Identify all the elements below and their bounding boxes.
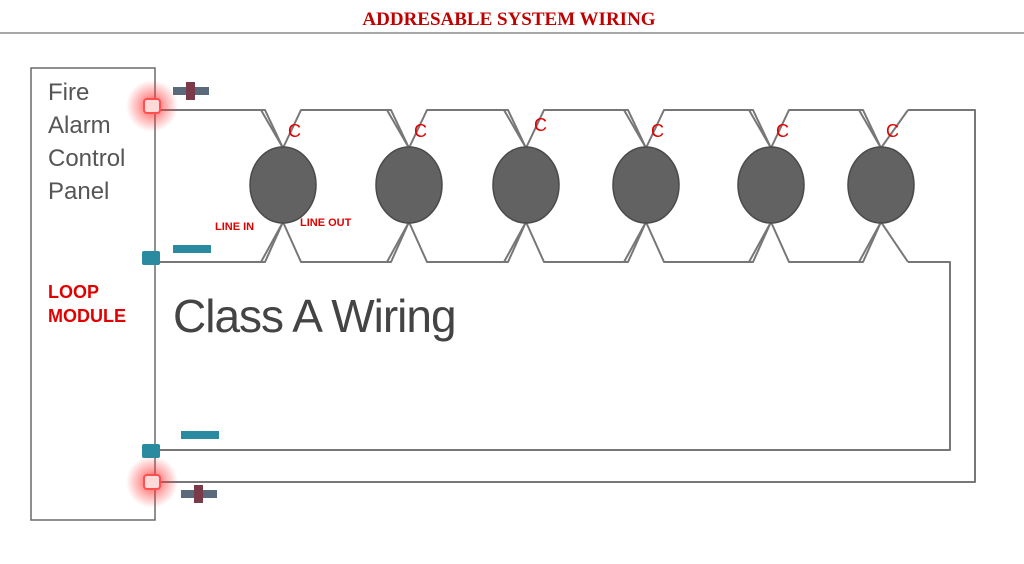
bottom-plus-sign [181, 485, 217, 503]
bottom-positive-terminal [126, 456, 178, 508]
device-tag-label: C [886, 121, 899, 141]
top-link-wire [645, 109, 772, 149]
device-in-wire [748, 109, 772, 149]
loop-module-label-line-1: LOOP [48, 282, 99, 302]
return-wire-inner [155, 261, 951, 451]
panel-label-line-4: Panel [48, 178, 109, 205]
device-tag-label: C [288, 121, 301, 141]
upper-minus-sign [173, 245, 211, 253]
addressable-device: C [612, 121, 680, 224]
device-in-wire [503, 221, 527, 263]
line-out-label: LINE OUT [300, 217, 352, 229]
panel-label-line-2: Alarm [48, 112, 111, 139]
device-tag-label: C [414, 121, 427, 141]
lower-negative-terminal [142, 444, 160, 458]
top-link-wire [282, 109, 410, 149]
device-in-wire [623, 109, 647, 149]
device-in-wire [260, 109, 284, 149]
top-rail [155, 109, 284, 149]
device-wire-links [260, 109, 909, 263]
lower-minus-sign [181, 431, 219, 439]
device-body [847, 146, 915, 224]
terminal-block [143, 474, 161, 490]
device-tag-label: C [776, 121, 789, 141]
device-body [492, 146, 560, 224]
addressable-device: C [375, 121, 443, 224]
bottom-link-wire [645, 221, 772, 263]
loop-wiring [155, 109, 976, 483]
bottom-end-wire [880, 221, 909, 263]
device-in-wire [748, 221, 772, 263]
device-in-wire [858, 221, 882, 263]
top-positive-terminal [126, 80, 178, 132]
device-body [375, 146, 443, 224]
device-in-wire [386, 221, 410, 263]
panel-label-line-3: Control [48, 145, 125, 172]
upper-negative-terminal [142, 251, 160, 265]
bottom-link-wire [770, 221, 882, 263]
return-wire-outer [155, 109, 976, 483]
line-in-label: LINE IN [215, 221, 254, 233]
addressable-device: C [249, 121, 317, 224]
addressable-device: C [847, 121, 915, 224]
diagram-title: ADDRESABLE SYSTEM WIRING [362, 9, 655, 30]
bottom-link-wire [282, 221, 410, 263]
top-link-wire [408, 109, 527, 149]
device-in-wire [623, 221, 647, 263]
top-plus-sign [173, 82, 209, 100]
top-link-wire [770, 109, 882, 149]
addressable-device: C [737, 121, 805, 224]
top-link-wire [525, 109, 647, 149]
control-panel-box [30, 67, 156, 521]
bottom-link-wire [408, 221, 527, 263]
panel-label-line-1: Fire [48, 79, 89, 106]
device-body [737, 146, 805, 224]
terminal-block [143, 98, 161, 114]
device-in-wire [386, 109, 410, 149]
device-body [249, 146, 317, 224]
device-tag-label: C [651, 121, 664, 141]
device-body [612, 146, 680, 224]
device-in-wire [858, 109, 882, 149]
loop-module-label-line-2: MODULE [48, 306, 126, 326]
device-in-wire [260, 221, 284, 263]
device-tag-label: C [534, 115, 547, 135]
class-a-wiring-label: Class A Wiring [173, 290, 456, 342]
device-in-wire [503, 109, 527, 149]
addressable-device: C [492, 115, 560, 224]
bottom-rail [155, 221, 284, 263]
top-end-wire [880, 109, 909, 149]
bottom-link-wire [525, 221, 647, 263]
